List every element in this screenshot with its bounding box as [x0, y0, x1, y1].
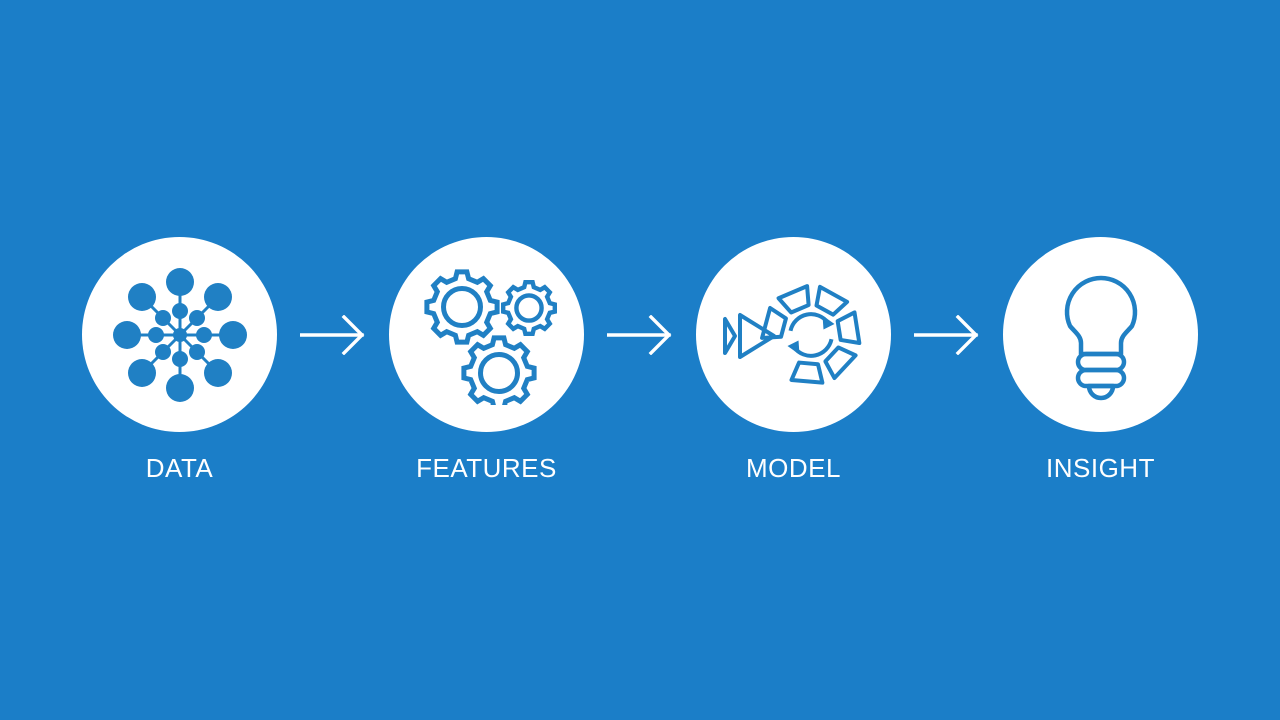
connector-data-to-features [278, 237, 389, 432]
stage-features-circle [389, 237, 584, 432]
stage-model-label: MODEL [746, 453, 841, 483]
arrow-right-icon [300, 314, 366, 355]
stage-data-label: DATA [145, 453, 214, 483]
connector-features-to-model [585, 237, 696, 432]
stage-insight[interactable]: INSIGHT [1003, 237, 1199, 483]
stage-features-label: FEATURES [416, 453, 557, 483]
connector-model-to-insight [892, 237, 1003, 432]
arrow-right-icon [607, 314, 673, 355]
stage-model-circle [696, 237, 891, 432]
stage-model[interactable]: MODEL [696, 237, 892, 483]
stage-insight-label: INSIGHT [1046, 453, 1155, 483]
arrow-right-icon [914, 314, 980, 355]
stage-insight-circle [1003, 237, 1198, 432]
lightbulb-icon [1049, 264, 1153, 406]
stage-data[interactable]: DATA [82, 237, 278, 483]
stage-data-circle [82, 237, 277, 432]
gears-icon [417, 265, 557, 405]
stage-features[interactable]: FEATURES [389, 237, 585, 483]
network-hub-icon [112, 267, 247, 402]
model-ring-icon [719, 265, 869, 405]
